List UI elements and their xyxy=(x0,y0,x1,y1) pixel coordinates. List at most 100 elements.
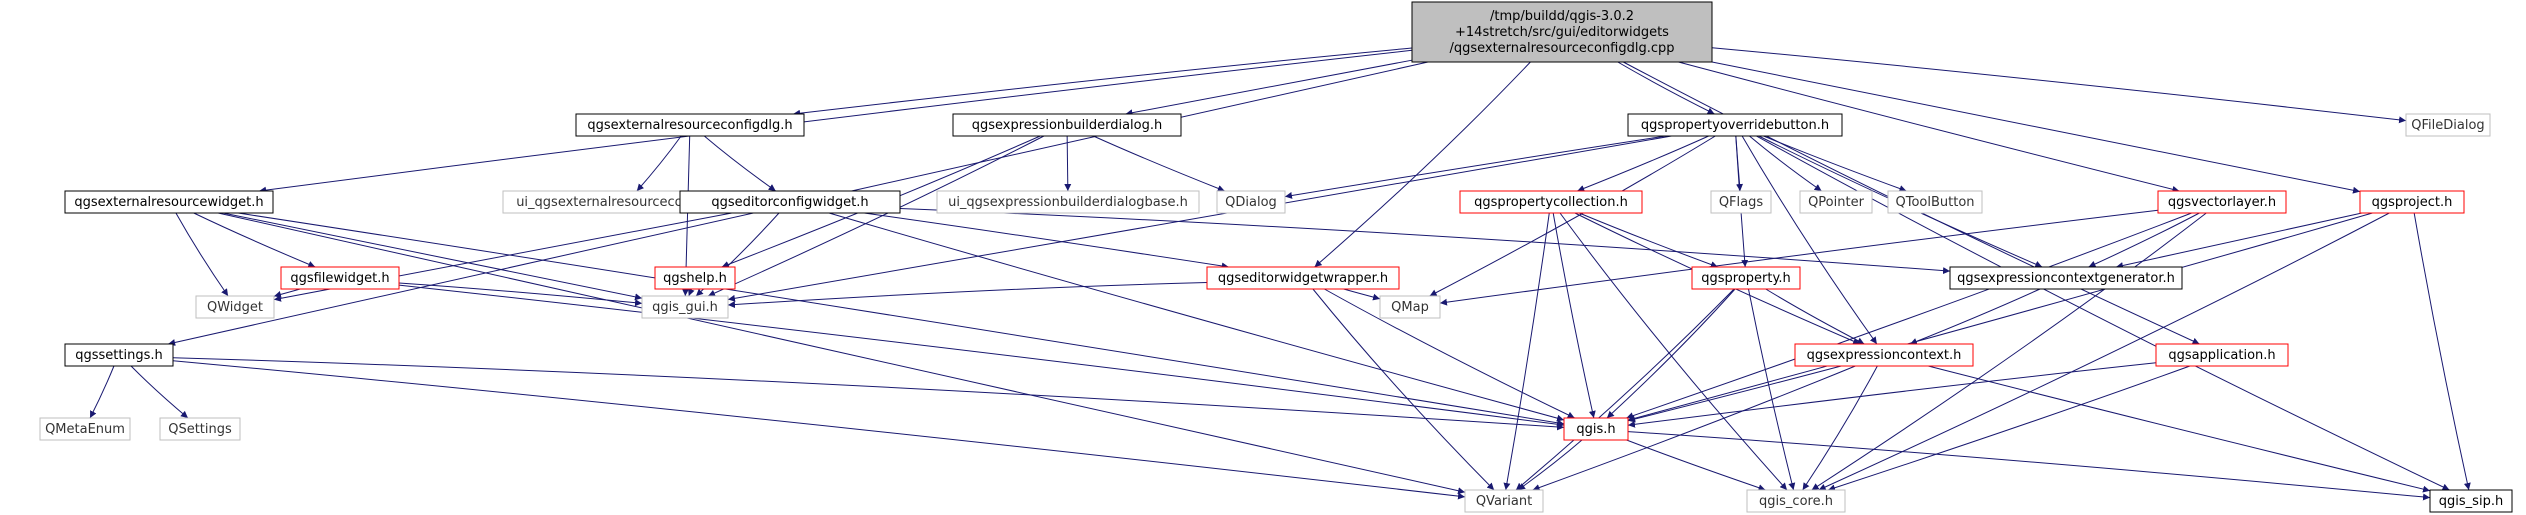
edge-editorcfg-to-qgis xyxy=(828,212,1565,422)
edge-editorcfg-to-editorwrapper xyxy=(864,212,1229,270)
node-qgis[interactable]: qgis.h xyxy=(1563,417,1629,441)
edge-vectorlayer-to-qgis_core xyxy=(1811,212,2207,491)
node-filewidget[interactable]: qgsfilewidget.h xyxy=(280,266,400,290)
node-editorwrapper[interactable]: qgseditorwidgetwrapper.h xyxy=(1206,266,1400,290)
node-ui_exprbuilder[interactable]: ui_qgsexpressionbuilderdialogbase.h xyxy=(936,190,1200,214)
edge-propcollection-to-qvariant xyxy=(1503,212,1550,491)
edge-qgis-to-qvariant xyxy=(1517,439,1583,491)
edge-exprcontext-to-qgis xyxy=(1627,365,1842,423)
node-application[interactable]: qgsapplication.h xyxy=(2155,343,2289,367)
node-box-editorcfg xyxy=(679,190,901,214)
node-box-qgssettings xyxy=(64,343,174,367)
node-box-exprctxgen xyxy=(1949,266,2183,290)
node-box-propoverride xyxy=(1627,113,1843,137)
node-extwidget[interactable]: qgsexternalresourcewidget.h xyxy=(64,190,274,214)
node-box-property xyxy=(1691,266,1801,290)
node-box-qflags xyxy=(1710,190,1772,214)
node-box-editorwrapper xyxy=(1206,266,1400,290)
node-qtoolbutton[interactable]: QToolButton xyxy=(1887,190,1983,214)
edge-root-to-propoverride xyxy=(1617,61,1715,115)
node-qvariant[interactable]: QVariant xyxy=(1464,489,1544,513)
edge-property-to-exprcontext xyxy=(1765,288,1865,345)
node-label-propoverride-0: qgspropertyoverridebutton.h xyxy=(1641,118,1829,133)
node-label-filewidget-0: qgsfilewidget.h xyxy=(290,271,389,286)
edge-propoverride-to-qdialog xyxy=(1284,135,1666,199)
node-exprbuilder[interactable]: qgsexpressionbuilderdialog.h xyxy=(952,113,1182,137)
node-box-qmap xyxy=(1379,295,1441,319)
node-root[interactable]: /tmp/buildd/qgis-3.0.2+14stretch/src/gui… xyxy=(1411,1,1713,63)
edge-exprbuilder-to-ui_exprbuilder xyxy=(1064,135,1072,192)
edge-project-to-qgis xyxy=(1627,212,2373,422)
node-box-qgshelp xyxy=(654,266,736,290)
node-extcfgdlg[interactable]: qgsexternalresourceconfigdlg.h xyxy=(575,113,805,137)
node-vectorlayer[interactable]: qgsvectorlayer.h xyxy=(2157,190,2287,214)
node-qgshelp[interactable]: qgshelp.h xyxy=(654,266,736,290)
node-qfiledialog[interactable]: QFileDialog xyxy=(2405,113,2491,137)
edge-exprcontext-to-qgis_sip xyxy=(1928,365,2431,493)
edge-filewidget-to-qgis xyxy=(398,284,1565,428)
edge-qgssettings-to-qvariant xyxy=(172,360,1466,500)
node-qflags[interactable]: QFlags xyxy=(1710,190,1772,214)
edge-propoverride-to-qpointer xyxy=(1749,135,1822,192)
node-exprcontext[interactable]: qgsexpressioncontext.h xyxy=(1794,343,1974,367)
node-project[interactable]: qgsproject.h xyxy=(2359,190,2465,214)
node-qwidget[interactable]: QWidget xyxy=(195,295,275,319)
edge-qgis-to-qgis_sip xyxy=(1627,431,2431,501)
node-qpointer[interactable]: QPointer xyxy=(1799,190,1873,214)
node-editorcfg[interactable]: qgseditorconfigwidget.h xyxy=(679,190,901,214)
node-qdialog[interactable]: QDialog xyxy=(1216,190,1286,214)
edges-layer xyxy=(89,47,2471,501)
node-box-qgis_gui xyxy=(641,295,729,319)
node-propcollection[interactable]: qgspropertycollection.h xyxy=(1459,190,1643,214)
node-property[interactable]: qgsproperty.h xyxy=(1691,266,1801,290)
node-label-editorcfg-0: qgseditorconfigwidget.h xyxy=(711,195,868,210)
edge-root-to-editorwrapper xyxy=(1314,61,1531,268)
nodes-layer: /tmp/buildd/qgis-3.0.2+14stretch/src/gui… xyxy=(39,1,2513,513)
edge-filewidget-to-qwidget xyxy=(273,288,301,298)
node-qmap[interactable]: QMap xyxy=(1379,295,1441,319)
edge-exprcontext-to-qgis_core xyxy=(1802,365,1878,491)
node-label-qmetaenum-0: QMetaEnum xyxy=(45,422,125,437)
edge-propcollection-to-qgis_core xyxy=(1559,212,1788,491)
node-qgssettings[interactable]: qgssettings.h xyxy=(64,343,174,367)
edge-editorwrapper-to-qgis_gui xyxy=(727,282,1208,309)
edge-editorwrapper-to-qvariant xyxy=(1312,288,1495,491)
edge-property-to-qvariant xyxy=(1515,288,1735,491)
node-qgis_core[interactable]: qgis_core.h xyxy=(1746,489,1846,513)
node-label-qwidget-0: QWidget xyxy=(207,300,263,315)
node-label-vectorlayer-0: qgsvectorlayer.h xyxy=(2168,195,2276,210)
edge-extwidget-to-qvariant xyxy=(218,212,1466,495)
node-box-filewidget xyxy=(280,266,400,290)
edge-propoverride-to-propcollection xyxy=(1577,135,1709,192)
edge-vectorlayer-to-exprctxgen xyxy=(2088,212,2200,268)
node-label-qgis_core-0: qgis_core.h xyxy=(1759,494,1833,509)
node-box-qvariant xyxy=(1464,489,1544,513)
edge-project-to-qgis_core xyxy=(1818,212,2390,491)
node-box-project xyxy=(2359,190,2465,214)
edge-vectorlayer-to-qgis xyxy=(1626,212,2192,420)
edge-exprbuilder-to-qdialog xyxy=(1093,135,1225,192)
node-box-ui_exprbuilder xyxy=(936,190,1200,214)
node-label-qgis-0: qgis.h xyxy=(1576,422,1615,437)
node-label-qvariant-0: QVariant xyxy=(1476,494,1532,509)
node-box-qmetaenum xyxy=(39,417,131,441)
node-label-root-2: /qgsexternalresourceconfigdlg.cpp xyxy=(1449,41,1674,56)
node-box-qgis_core xyxy=(1746,489,1846,513)
edge-propcollection-to-qgis xyxy=(1552,212,1596,419)
node-qgis_gui[interactable]: qgis_gui.h xyxy=(641,295,729,319)
node-label-application-0: qgsapplication.h xyxy=(2168,348,2275,363)
edge-root-to-extwidget xyxy=(259,49,1413,194)
node-label-root-0: /tmp/buildd/qgis-3.0.2 xyxy=(1490,9,1634,24)
node-qgis_sip[interactable]: qgis_sip.h xyxy=(2429,489,2513,513)
node-exprctxgen[interactable]: qgsexpressioncontextgenerator.h xyxy=(1949,266,2183,290)
node-qsettings[interactable]: QSettings xyxy=(159,417,241,441)
edge-root-to-exprbuilder xyxy=(1125,59,1413,117)
edge-exprbuilder-to-qgis_gui xyxy=(707,135,1045,297)
edge-extwidget-to-qgis_gui xyxy=(222,212,643,301)
edge-qgssettings-to-qmetaenum xyxy=(89,365,115,419)
node-box-qdialog xyxy=(1216,190,1286,214)
node-label-project-0: qgsproject.h xyxy=(2372,195,2453,210)
node-propoverride[interactable]: qgspropertyoverridebutton.h xyxy=(1627,113,1843,137)
node-qmetaenum[interactable]: QMetaEnum xyxy=(39,417,131,441)
node-label-qfiledialog-0: QFileDialog xyxy=(2411,118,2484,133)
